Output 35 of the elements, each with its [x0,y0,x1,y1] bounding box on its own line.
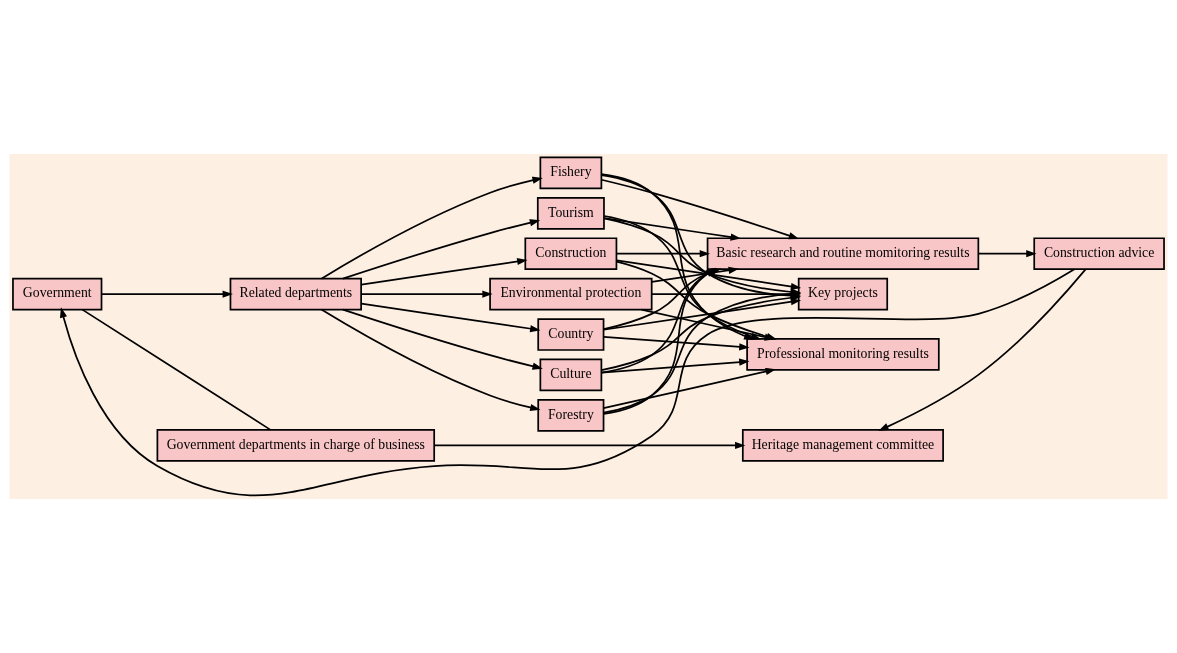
arrow [600,178,800,240]
node-box: Country [537,318,605,351]
node-box: Culture [539,358,603,392]
arrow [342,308,543,370]
arrow [433,441,746,450]
node-box: Key projects [797,277,889,311]
arrow [360,290,493,298]
arrow [320,176,543,280]
node-box: Basic research and routine momitoring results [706,237,980,271]
arrow [342,219,541,280]
node-box: Government departments in charge of business [156,429,436,462]
node-box: Construction [524,237,618,271]
node-box: Tourism [536,197,605,230]
node-box: Related departments [229,277,362,311]
arrow [602,367,776,409]
arrow [100,290,233,298]
arrow [615,250,711,258]
arrow [615,259,802,291]
node-box: Forestry [537,399,605,432]
arrow [320,308,541,412]
arrow [603,217,741,241]
arrow [878,268,1087,431]
arrow [977,250,1037,258]
node-box: Heritage management committee [741,429,944,462]
node-box: Government [12,277,103,311]
arrow [600,358,750,374]
arrow [602,298,802,331]
arrow [360,257,528,286]
node-box: Professional monitoring results [746,337,940,371]
node-box: Construction advice [1033,237,1165,271]
arrow [602,336,750,351]
node-box: Environmental protection [489,277,653,311]
arrow [360,302,541,333]
node-box: Fishery [539,156,603,190]
connector [81,308,272,431]
